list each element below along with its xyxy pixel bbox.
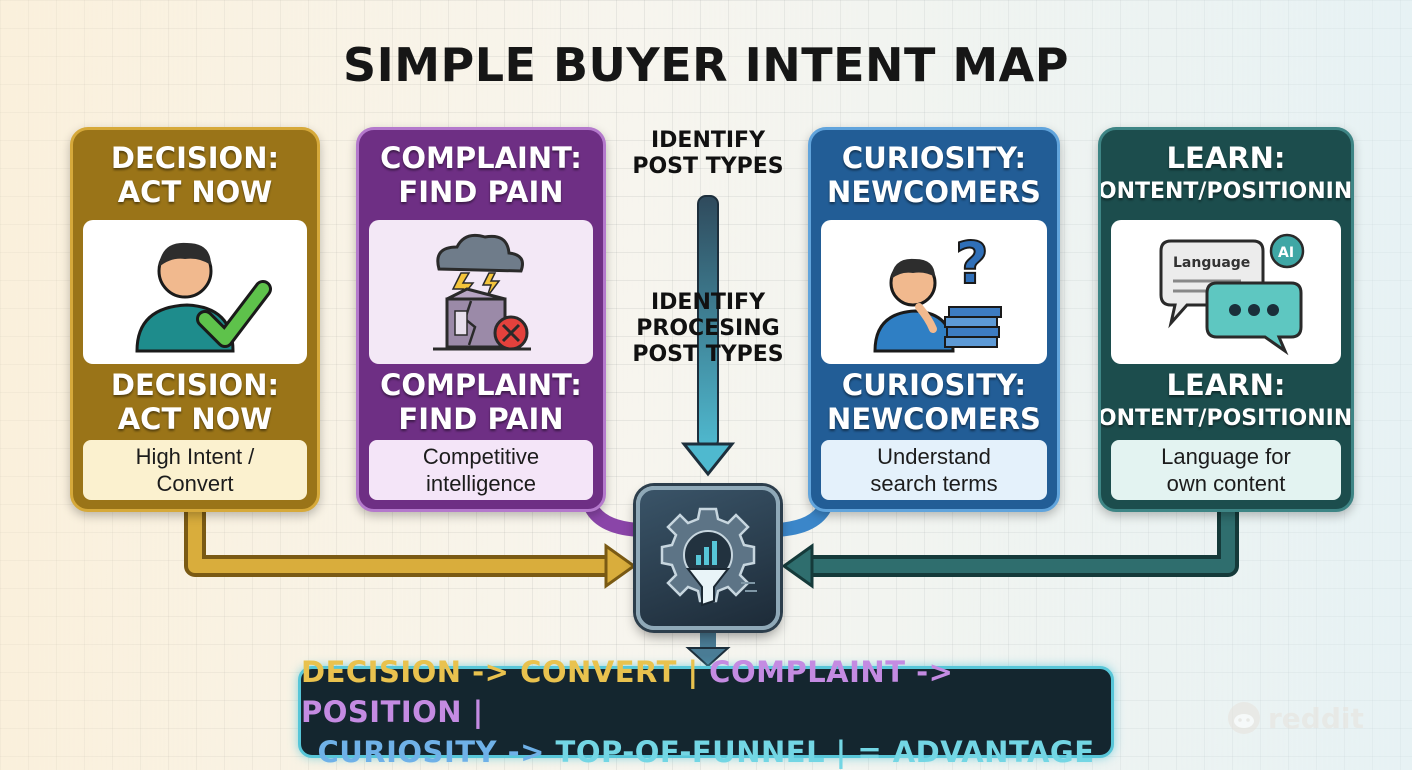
card-illustration [83,220,307,364]
card-header-line1: DECISION: [110,141,280,175]
card-description-line1: Language for [1161,444,1291,469]
card-subheader-line2: FIND PAIN [398,402,564,436]
card-header: COMPLAINT: FIND PAIN [359,130,603,220]
card-description-line2: own content [1166,471,1286,496]
card-subheader-line1: CURIOSITY: [841,368,1027,402]
card-header: LEARN: CONTENT/POSITIONING [1101,130,1351,220]
card-subheader-line1: LEARN: [1166,368,1286,402]
card-header-line2: FIND PAIN [398,175,564,209]
bubble-text: Language [1173,255,1250,271]
card-description: High Intent / Convert [83,440,307,500]
learn-arrow [806,510,1239,577]
card-header-line2: NEWCOMERS [827,175,1041,209]
card-description: Understand search terms [821,440,1047,500]
card-description-line2: search terms [870,471,998,496]
card-illustration [369,220,593,364]
card-header-line1: COMPLAINT: [380,141,582,175]
card-subheader-line1: DECISION: [110,368,280,402]
processing-hub [636,486,780,630]
label-line3: POST TYPES [632,342,784,367]
banner-advantage: TOP-OF-FUNNEL | = ADVANTAGE [544,735,1095,769]
card-header-line1: LEARN: [1166,141,1286,175]
card-header: DECISION: ACT NOW [73,130,317,220]
watermark-text: reddit [1268,701,1364,735]
identify-post-types-label: IDENTIFY POST TYPES [603,128,813,180]
label-line1: IDENTIFY [650,290,766,315]
label-line1: IDENTIFY [650,128,766,153]
storm-broken-box-icon [433,233,531,351]
card-subheader-line2: CONTENT/POSITIONING [1098,406,1353,431]
card-description-line1: High Intent / [135,444,255,469]
banner-curiosity: CURIOSITY -> [317,735,545,769]
card-decision: DECISION: ACT NOW DECISION: ACT NOW High… [70,127,320,512]
banner-decision: DECISION -> [301,655,510,689]
banner-complaint: COMPLAINT -> [698,655,954,689]
card-description-line2: Convert [156,471,234,496]
card-description: Competitive intelligence [369,440,593,500]
card-description-line1: Competitive [422,444,540,469]
card-subheader: CURIOSITY: NEWCOMERS [811,364,1057,440]
card-learn: LEARN: CONTENT/POSITIONING Language AI L… [1098,127,1354,512]
banner-convert: CONVERT | [509,655,699,689]
card-illustration: Language AI [1111,220,1341,364]
banner-position: POSITION | [301,695,484,729]
decision-arrow [184,510,612,577]
card-subheader: DECISION: ACT NOW [73,364,317,440]
person-checkmark-icon [135,242,272,353]
page-title: SIMPLE BUYER INTENT MAP [343,38,1069,92]
card-illustration: ? [821,220,1047,364]
card-subheader: COMPLAINT: FIND PAIN [359,364,603,440]
identify-processing-label: IDENTIFY PROCESING POST TYPES [603,290,813,368]
thinking-person-books-icon: ? [873,228,1002,353]
label-line2: POST TYPES [632,154,784,179]
label-line2: PROCESING [636,316,780,341]
gear-funnel-chart-icon [660,507,757,607]
svg-text:?: ? [955,229,989,297]
card-subheader: LEARN: CONTENT/POSITIONING [1101,364,1351,440]
card-subheader-line2: ACT NOW [117,402,273,436]
card-description: Language for own content [1111,440,1341,500]
card-subheader-line1: COMPLAINT: [380,368,582,402]
reddit-watermark: reddit [1226,700,1364,736]
speech-bubbles-ai-icon: Language AI [1159,233,1305,356]
card-curiosity: CURIOSITY: NEWCOMERS ? CURIOSITY: NEWCOM… [808,127,1060,512]
banner-line1: DECISION -> CONVERT | COMPLAINT -> POSIT… [301,652,1111,732]
card-header-line2: CONTENT/POSITIONING [1098,179,1353,204]
card-description-line2: intelligence [425,471,537,496]
reddit-icon [1228,702,1260,734]
card-header: CURIOSITY: NEWCOMERS [811,130,1057,220]
card-description-line1: Understand [877,444,991,469]
summary-banner: DECISION -> CONVERT | COMPLAINT -> POSIT… [298,655,1114,769]
card-header-line2: ACT NOW [117,175,273,209]
card-complaint: COMPLAINT: FIND PAIN COMPLAINT: FIND PAI… [356,127,606,512]
card-header-line1: CURIOSITY: [841,141,1027,175]
card-subheader-line2: NEWCOMERS [827,402,1041,436]
banner-line2: CURIOSITY -> TOP-OF-FUNNEL | = ADVANTAGE [317,732,1094,770]
ai-badge-text: AI [1278,245,1294,261]
